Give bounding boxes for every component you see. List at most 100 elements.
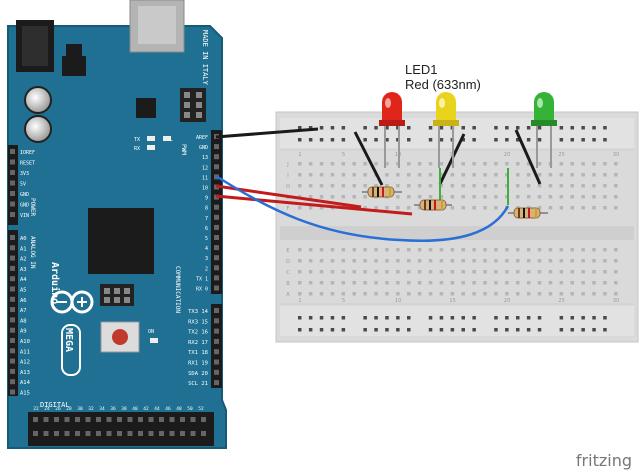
bb-hole (505, 328, 509, 332)
comm-pin-label: RX2 17 (188, 340, 208, 346)
header-pin (54, 417, 59, 422)
analog-pin-label: A1 (20, 246, 27, 252)
bb-hole (526, 281, 531, 285)
power-pin-label: VIN (20, 213, 29, 219)
header-pin (214, 275, 219, 281)
bb-hole (483, 195, 487, 199)
comm-pin-label: SDA 20 (188, 371, 208, 377)
bb-hole (603, 195, 607, 199)
bb-hole (363, 328, 367, 332)
bb-column-number: 25 (558, 152, 564, 158)
bb-hole (319, 292, 324, 296)
reset-button (100, 321, 140, 353)
header-pin (10, 245, 15, 251)
comm-pin-label: TX3 14 (188, 309, 209, 315)
bb-hole (319, 173, 324, 177)
bb-hole (407, 259, 411, 263)
bb-hole (308, 259, 313, 263)
bb-hole (461, 248, 465, 252)
bb-hole (319, 270, 324, 274)
bb-hole (461, 270, 465, 274)
pwm-pin-label: 4 (205, 246, 208, 252)
analog-pin-label: A8 (20, 318, 27, 324)
header-pin (214, 285, 219, 291)
header-pin (10, 358, 15, 364)
bb-hole (592, 138, 596, 142)
digital-pin-label: 44 (154, 406, 160, 412)
bb-hole (374, 162, 378, 166)
bb-row-letter: B (286, 281, 290, 287)
digital-pin-label: 28 (66, 406, 72, 412)
analog-pin-label: A5 (20, 288, 27, 294)
bb-hole (374, 270, 378, 274)
bb-hole (407, 270, 411, 274)
bb-hole (516, 270, 520, 274)
bb-hole (308, 328, 313, 332)
bb-hole (298, 328, 302, 332)
board-name-label: Arduino (49, 262, 61, 304)
bb-hole (385, 328, 389, 332)
header-pin (169, 431, 175, 436)
bb-hole (592, 328, 596, 332)
bb-hole (428, 270, 433, 274)
bb-hole (537, 173, 542, 177)
analog-pin-label: A10 (20, 339, 30, 345)
header-pin (127, 417, 133, 422)
header-pin (10, 201, 15, 207)
wire-pin-8 (215, 194, 413, 216)
pwm-header (211, 130, 222, 294)
bb-hole (439, 281, 444, 285)
bb-hole (330, 292, 335, 296)
header-pin (54, 431, 59, 436)
header-pin (64, 417, 70, 422)
header-pin (106, 431, 112, 436)
bb-hole (570, 162, 574, 166)
analog-pin-label: A7 (20, 308, 27, 314)
bb-hole (363, 162, 367, 166)
header-pin (33, 417, 38, 422)
bb-hole (461, 316, 465, 320)
pwm-pin-label: 13 (202, 155, 208, 161)
bb-hole (407, 328, 411, 332)
bb-hole (526, 328, 531, 332)
pwm-label: PWM (180, 144, 187, 155)
bb-hole (341, 270, 346, 274)
bb-hole (341, 281, 346, 285)
led-label-desc: Red (633nm) (405, 77, 481, 92)
bb-row-letter: J (286, 162, 288, 168)
header-pin (10, 149, 15, 154)
bb-hole (592, 126, 596, 130)
bb-hole (461, 195, 465, 199)
bb-hole (614, 195, 618, 199)
bb-hole (516, 138, 520, 142)
header-pin (169, 417, 175, 422)
bb-hole (526, 126, 531, 130)
power-pin-label: RESET (20, 161, 35, 167)
header-pin (10, 379, 15, 385)
bb-hole (537, 281, 542, 285)
bb-hole (559, 259, 564, 263)
icsp-header-2 (100, 284, 134, 306)
bb-hole (537, 328, 542, 332)
bb-row-letter: I (287, 173, 288, 179)
header-pin (214, 349, 219, 355)
pwm-pin-label: 10 (202, 186, 208, 192)
bb-hole (308, 195, 313, 199)
bb-hole (407, 281, 411, 285)
bb-hole (352, 292, 356, 296)
bb-hole (505, 195, 509, 199)
bb-hole (374, 259, 378, 263)
bb-hole (308, 138, 313, 142)
analog-pin-label: A13 (20, 370, 30, 376)
bb-hole (494, 126, 498, 130)
bb-hole (483, 248, 487, 252)
bb-hole (396, 281, 400, 285)
bb-column-number: 15 (449, 298, 455, 304)
header-pin (159, 431, 164, 436)
bb-hole (494, 195, 498, 199)
bb-hole (494, 206, 498, 210)
bb-hole (396, 316, 400, 320)
bb-hole (461, 162, 465, 166)
bb-hole (548, 184, 553, 188)
bb-hole (483, 259, 487, 263)
